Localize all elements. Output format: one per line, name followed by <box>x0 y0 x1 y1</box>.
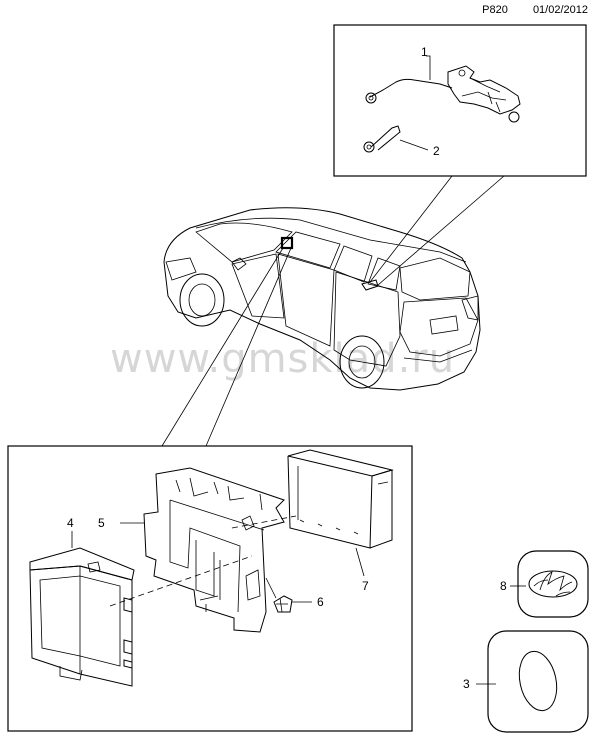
alignment-line <box>109 555 253 607</box>
callout-5: 5 <box>98 516 105 530</box>
page-header: P820 01/02/2012 <box>460 4 588 16</box>
emblem-frame <box>517 550 589 618</box>
leader-module <box>161 247 292 447</box>
callout-7: 7 <box>362 579 369 593</box>
vehicle-illustration <box>163 207 481 391</box>
page-date: 01/02/2012 <box>532 4 588 16</box>
leader-antenna <box>369 175 505 286</box>
page-code: P820 <box>482 4 508 16</box>
control-module-part <box>29 547 135 687</box>
bolt-part <box>363 125 401 153</box>
display-unit-part <box>287 449 394 549</box>
callout-8: 8 <box>500 579 507 593</box>
clip-part <box>265 577 293 613</box>
pad-part <box>518 650 558 712</box>
callout-6: 6 <box>317 595 324 609</box>
watermark: www.gmsklad.ru <box>110 336 455 382</box>
detail-box-antenna <box>333 24 587 177</box>
callout-3: 3 <box>463 677 470 691</box>
mounting-bracket-part <box>143 467 285 633</box>
emblem-part <box>528 570 578 598</box>
detail-box-module <box>7 445 413 732</box>
antenna-cable-part <box>365 65 521 123</box>
callout-2: 2 <box>433 144 440 158</box>
callout-4: 4 <box>67 516 74 530</box>
alignment-line <box>231 515 297 529</box>
callout-1: 1 <box>421 45 428 59</box>
pad-frame <box>487 630 589 733</box>
